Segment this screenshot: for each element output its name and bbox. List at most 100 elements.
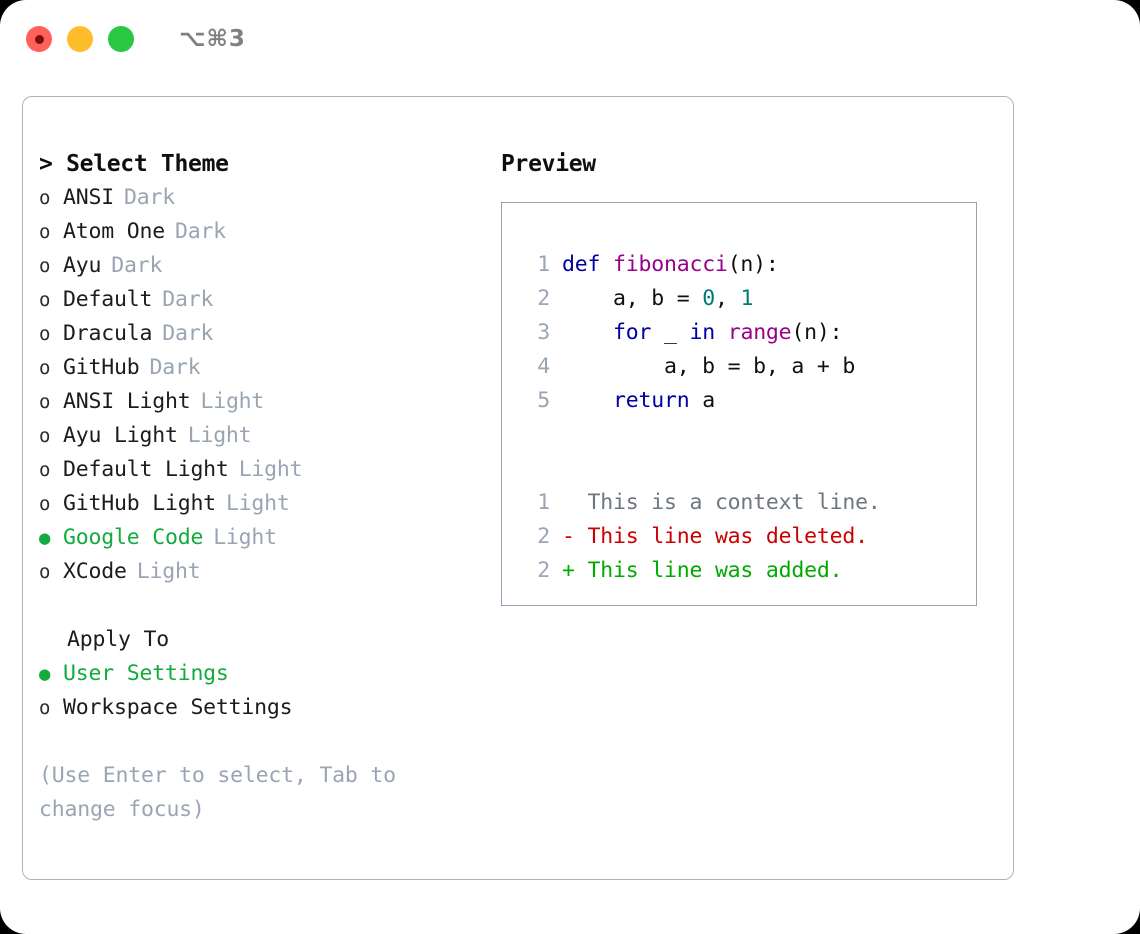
radio-icon: o (39, 221, 51, 243)
theme-tag: Light (200, 389, 265, 414)
theme-option-ansi-dark[interactable]: o ANSI Dark (39, 181, 479, 215)
radio-icon-selected: ● (39, 527, 51, 549)
theme-name: Dracula (63, 321, 153, 346)
diff-text: This line was added. (587, 558, 843, 583)
apply-to-heading: Apply To (67, 627, 169, 652)
radio-icon: o (39, 493, 51, 515)
diff-text: This line was deleted. (587, 524, 869, 549)
radio-icon: o (39, 323, 51, 345)
token-keyword: def (562, 252, 613, 277)
radio-icon: o (39, 289, 51, 311)
token-plain: _ (651, 320, 690, 345)
theme-option-ayu-light[interactable]: o Ayu Light Light (39, 419, 479, 453)
theme-option-xcode-light[interactable]: o XCode Light (39, 555, 479, 589)
code-text: def fibonacci(n): (562, 248, 779, 282)
code-text: return a (562, 384, 715, 418)
theme-name: Atom One (63, 219, 165, 244)
theme-tag: Light (238, 457, 303, 482)
theme-tag: Dark (111, 253, 163, 278)
code-line: 1 def fibonacci(n): (520, 248, 976, 282)
line-number: 2 (537, 286, 550, 311)
apply-to-option-workspace-settings[interactable]: o Workspace Settings (39, 691, 479, 725)
line-number: 4 (537, 354, 550, 379)
theme-tag: Dark (162, 321, 214, 346)
theme-option-google-code-light[interactable]: ● Google Code Light (39, 521, 479, 555)
token-plain (562, 388, 613, 413)
main-panel: > Select Theme o ANSI Dark o Atom One Da… (22, 96, 1014, 880)
theme-option-github-dark[interactable]: o GitHub Dark (39, 351, 479, 385)
diff-marker (562, 486, 588, 520)
theme-option-ayu-dark[interactable]: o Ayu Dark (39, 249, 479, 283)
keyboard-shortcut-label: ⌥⌘3 (179, 26, 246, 52)
zoom-button[interactable] (108, 26, 134, 52)
preview-heading: Preview (501, 151, 596, 177)
close-button[interactable] (26, 26, 52, 52)
token-function: range (727, 320, 792, 345)
theme-tag: Light (225, 491, 290, 516)
select-theme-heading: > Select Theme (39, 151, 229, 177)
radio-icon: o (39, 697, 51, 719)
theme-option-ansi-light[interactable]: o ANSI Light Light (39, 385, 479, 419)
theme-name: GitHub (63, 355, 140, 380)
radio-icon: o (39, 425, 51, 447)
code-line: 4 a, b = b, a + b (520, 350, 976, 384)
radio-icon: o (39, 187, 51, 209)
line-number: 2 (537, 558, 550, 583)
theme-tag: Light (187, 423, 252, 448)
code-diff-separator (520, 418, 976, 452)
token-plain (562, 320, 613, 345)
preview-box: 1 def fibonacci(n): 2 a, b = 0, 1 3 for … (501, 202, 977, 606)
title-bar: ⌥⌘3 (0, 0, 1140, 78)
token-plain: , (714, 286, 741, 311)
token-number: 0 (702, 286, 715, 311)
radio-icon: o (39, 357, 51, 379)
minimize-button[interactable] (67, 26, 93, 52)
token-number: 1 (740, 286, 754, 311)
theme-option-default-light[interactable]: o Default Light Light (39, 453, 479, 487)
code-text: a, b = b, a + b (562, 350, 855, 384)
token-plain: a (689, 388, 715, 413)
theme-name: GitHub Light (63, 491, 216, 516)
radio-icon-selected: ● (39, 663, 51, 685)
radio-icon: o (39, 391, 51, 413)
token-plain: (n): (727, 252, 779, 277)
code-line: 2 a, b = 0, 1 (520, 282, 976, 316)
token-keyword: in (689, 320, 715, 345)
line-number: 1 (537, 252, 550, 277)
theme-tag: Light (213, 525, 277, 550)
theme-name: Ayu (63, 253, 102, 278)
token-keyword: for (612, 320, 652, 345)
code-line: 5 return a (520, 384, 976, 418)
theme-selector-column: > Select Theme o ANSI Dark o Atom One Da… (39, 147, 479, 827)
code-text: for _ in range(n): (562, 316, 843, 350)
token-plain (715, 320, 728, 345)
diff-marker: - (562, 524, 588, 549)
recording-indicator-icon (34, 34, 44, 44)
list-spacer (39, 589, 479, 623)
diff-line-context: 1 This is a context line. (520, 486, 976, 520)
preview-column: Preview 1 def fibonacci(n): 2 a, b = 0, … (501, 147, 991, 606)
apply-to-label: User Settings (63, 661, 229, 686)
diff-line-added: 2 + This line was added. (520, 554, 976, 588)
theme-name: Google Code (63, 525, 204, 550)
theme-name: XCode (63, 559, 127, 584)
code-sample: 1 def fibonacci(n): 2 a, b = 0, 1 3 for … (520, 248, 976, 418)
keyboard-hint-text: (Use Enter to select, Tab to change focu… (39, 763, 396, 822)
line-number: 3 (537, 320, 550, 345)
token-function: fibonacci (612, 252, 728, 277)
radio-icon: o (39, 459, 51, 481)
theme-name: Default (63, 287, 153, 312)
theme-tag: Dark (149, 355, 201, 380)
theme-option-atom-one-dark[interactable]: o Atom One Dark (39, 215, 479, 249)
radio-icon: o (39, 255, 51, 277)
line-number: 1 (537, 490, 550, 515)
theme-option-github-light[interactable]: o GitHub Light Light (39, 487, 479, 521)
apply-to-option-user-settings[interactable]: ● User Settings (39, 657, 479, 691)
code-line: 3 for _ in range(n): (520, 316, 976, 350)
code-text: a, b = 0, 1 (562, 282, 753, 316)
diff-line-deleted: 2 - This line was deleted. (520, 520, 976, 554)
radio-icon: o (39, 561, 51, 583)
theme-option-default-dark[interactable]: o Default Dark (39, 283, 479, 317)
theme-option-dracula-dark[interactable]: o Dracula Dark (39, 317, 479, 351)
